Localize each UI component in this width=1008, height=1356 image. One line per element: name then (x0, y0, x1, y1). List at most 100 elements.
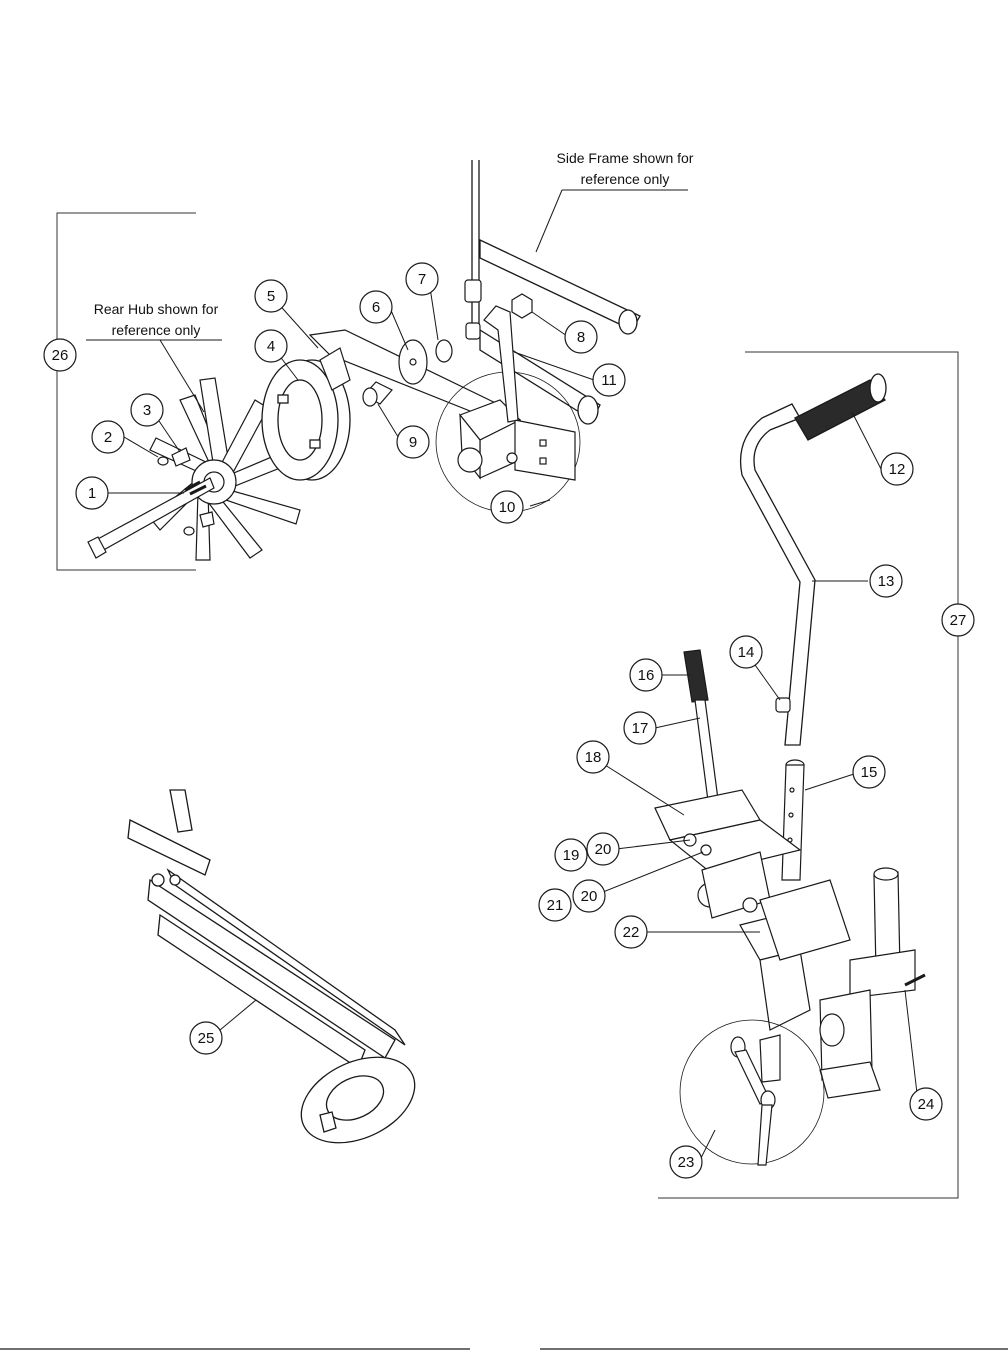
callout-24: 24 (909, 1087, 943, 1121)
lock-lever (483, 305, 519, 423)
callout-circle (669, 1145, 703, 1179)
callout-number: 15 (861, 764, 878, 781)
callout-19: 19 (554, 838, 588, 872)
callout-number: 20 (595, 841, 612, 858)
callout-4: 4 (254, 329, 288, 363)
washer (398, 339, 428, 385)
callout-27: 27 (941, 603, 975, 637)
callout-number: 11 (601, 372, 617, 389)
callout-23: 23 (669, 1145, 703, 1179)
callout-22: 22 (614, 915, 648, 949)
callout-circle (572, 879, 606, 913)
callout-20: 20 (586, 832, 620, 866)
receiver-tube (781, 759, 805, 881)
callout-number: 14 (738, 644, 755, 661)
callout-number: 19 (563, 847, 580, 864)
receiver-housing (261, 359, 351, 481)
screws (157, 456, 195, 536)
callout-5: 5 (254, 279, 288, 313)
callout-number: 12 (889, 461, 906, 478)
callout-circle (43, 338, 77, 372)
callout-circle (623, 711, 657, 745)
callout-7: 7 (405, 262, 439, 296)
set-screw (775, 697, 791, 713)
leader-lines (86, 189, 919, 1161)
callout-number: 26 (52, 347, 69, 364)
rear-hub-note-line2: reference only (111, 322, 201, 338)
callout-12: 12 (880, 452, 914, 486)
axle-bolt (87, 477, 215, 559)
callout-1: 1 (75, 476, 109, 510)
anti-tip-link (679, 1019, 825, 1166)
spacers (435, 279, 482, 363)
callout-circle (729, 635, 763, 669)
callout-number: 6 (372, 299, 380, 316)
rear-hub-note: Rear Hub shown for reference only (76, 299, 236, 341)
callout-circle (554, 838, 588, 872)
callout-25: 25 (189, 1021, 223, 1055)
callout-number: 8 (577, 329, 585, 346)
wheel-lock-assembly (435, 371, 581, 513)
callout-circle (880, 452, 914, 486)
group-bracket-26 (56, 212, 196, 571)
callout-circle (592, 363, 626, 397)
callout-circle (189, 1021, 223, 1055)
callout-circle (91, 420, 125, 454)
callout-circle (564, 320, 598, 354)
callout-number: 2 (104, 429, 112, 446)
callout-number: 4 (267, 338, 275, 355)
callout-16: 16 (629, 658, 663, 692)
callout-circle (869, 564, 903, 598)
extension-handle (739, 373, 887, 746)
callout-number: 23 (678, 1154, 695, 1171)
callout-number: 27 (950, 612, 967, 629)
callout-10: 10 (490, 490, 524, 524)
callout-circle (130, 393, 164, 427)
callout-circle (359, 290, 393, 324)
callout-circle (538, 888, 572, 922)
callout-3: 3 (130, 393, 164, 427)
callout-number: 18 (585, 749, 602, 766)
frame-bracket (654, 789, 802, 919)
callout-8: 8 (564, 320, 598, 354)
callout-circle (576, 740, 610, 774)
callout-number: 20 (581, 888, 598, 905)
callout-13: 13 (869, 564, 903, 598)
callout-2: 2 (91, 420, 125, 454)
caster-fork (819, 867, 926, 1099)
callout-number: 16 (638, 667, 655, 684)
callout-20: 20 (572, 879, 606, 913)
callout-number: 10 (499, 499, 516, 516)
callout-11: 11 (592, 363, 626, 397)
callout-number: 1 (88, 485, 96, 502)
callout-number: 17 (632, 720, 649, 737)
group-bracket-27 (658, 351, 959, 1199)
callout-circle (629, 658, 663, 692)
side-frame-note: Side Frame shown for reference only (540, 148, 710, 190)
callout-number: 13 (878, 573, 895, 590)
callout-14: 14 (729, 635, 763, 669)
callout-circle (254, 329, 288, 363)
callout-circle (909, 1087, 943, 1121)
callout-17: 17 (623, 711, 657, 745)
side-frame-note-line2: reference only (580, 171, 670, 187)
bushing (362, 381, 393, 407)
callout-circle (941, 603, 975, 637)
callout-9: 9 (396, 425, 430, 459)
caster-clamp (739, 879, 851, 1083)
callout-18: 18 (576, 740, 610, 774)
callout-circle (396, 425, 430, 459)
callout-15: 15 (852, 755, 886, 789)
callout-circle (405, 262, 439, 296)
callout-circle (254, 279, 288, 313)
callout-26: 26 (43, 338, 77, 372)
callout-circle (852, 755, 886, 789)
callout-21: 21 (538, 888, 572, 922)
callout-6: 6 (359, 290, 393, 324)
callout-circle (490, 490, 524, 524)
callout-number: 9 (409, 434, 417, 451)
callout-number: 5 (267, 288, 275, 305)
